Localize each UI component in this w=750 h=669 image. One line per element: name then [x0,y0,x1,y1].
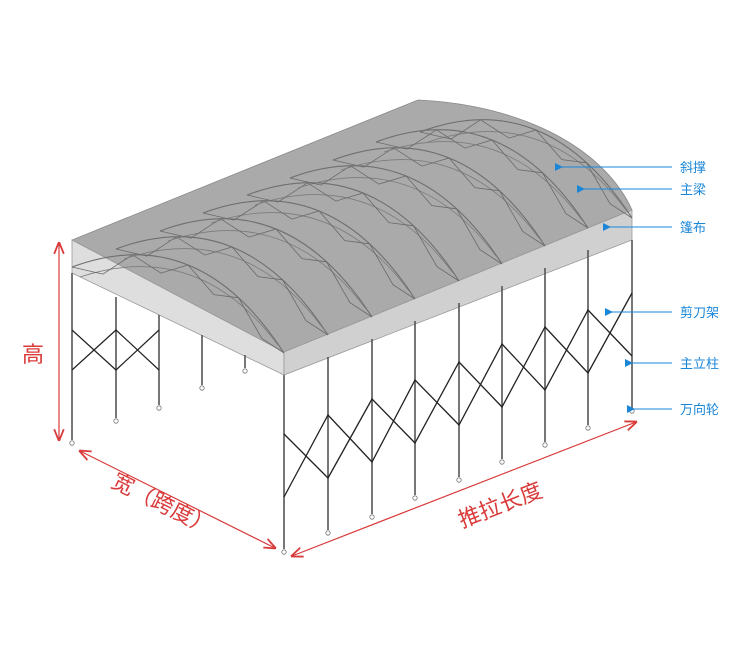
main-beam-arc [427,131,627,211]
canopy-roof [71,99,633,376]
dimension-lines [59,243,636,556]
diagonal-brace [115,236,329,336]
diagonal-brace [159,218,373,318]
roof-trusses [71,119,633,354]
diagonal-brace [202,200,416,300]
caster-wheel-icon [156,405,162,411]
caster-wheel-icon [369,514,375,520]
caster-wheel-icon [499,459,505,465]
main-beam-arc [79,266,279,346]
label-main-column: 主立柱 [680,357,719,372]
dimension-width: 宽（跨度） [107,469,217,540]
caster-wheel-icon [629,408,635,414]
caster-wheel-icon [281,549,287,555]
scissor-frame [71,329,160,371]
main-beam-arc [254,194,454,274]
main-beam-arc [167,230,367,310]
caster-wheel-icon [242,368,248,374]
diagonal-brace [71,254,285,354]
label-main-beam: 主梁 [680,183,706,198]
dimension-height: 高 [22,343,44,368]
diagonal-brace [332,147,546,247]
label-canopy: 篷布 [680,221,706,236]
caster-wheel-icon [585,425,591,431]
caster-wheel-icon [456,477,462,483]
diagonal-brace [419,119,633,219]
main-beam-arc [340,159,540,239]
caster-wheel-icon [325,530,331,536]
main-beam-arc [297,177,497,257]
caster-wheel-icon [69,440,75,446]
diagonal-brace [289,165,503,265]
caster-wheel-icon [199,385,205,391]
caster-wheel-icon [542,442,548,448]
main-beam-arc [210,212,410,292]
diagonal-brace [246,182,460,282]
diagonal-brace [375,129,589,229]
label-scissor-frame: 剪刀架 [680,305,719,321]
label-diagonal-brace: 斜撑 [680,161,706,176]
callout-arrows [555,163,672,413]
caster-wheel-icon [113,418,119,424]
main-beam-arc [383,141,583,221]
label-caster-wheel: 万向轮 [680,402,719,418]
caster-wheel-icon [412,495,418,501]
main-beam-arc [123,248,323,328]
